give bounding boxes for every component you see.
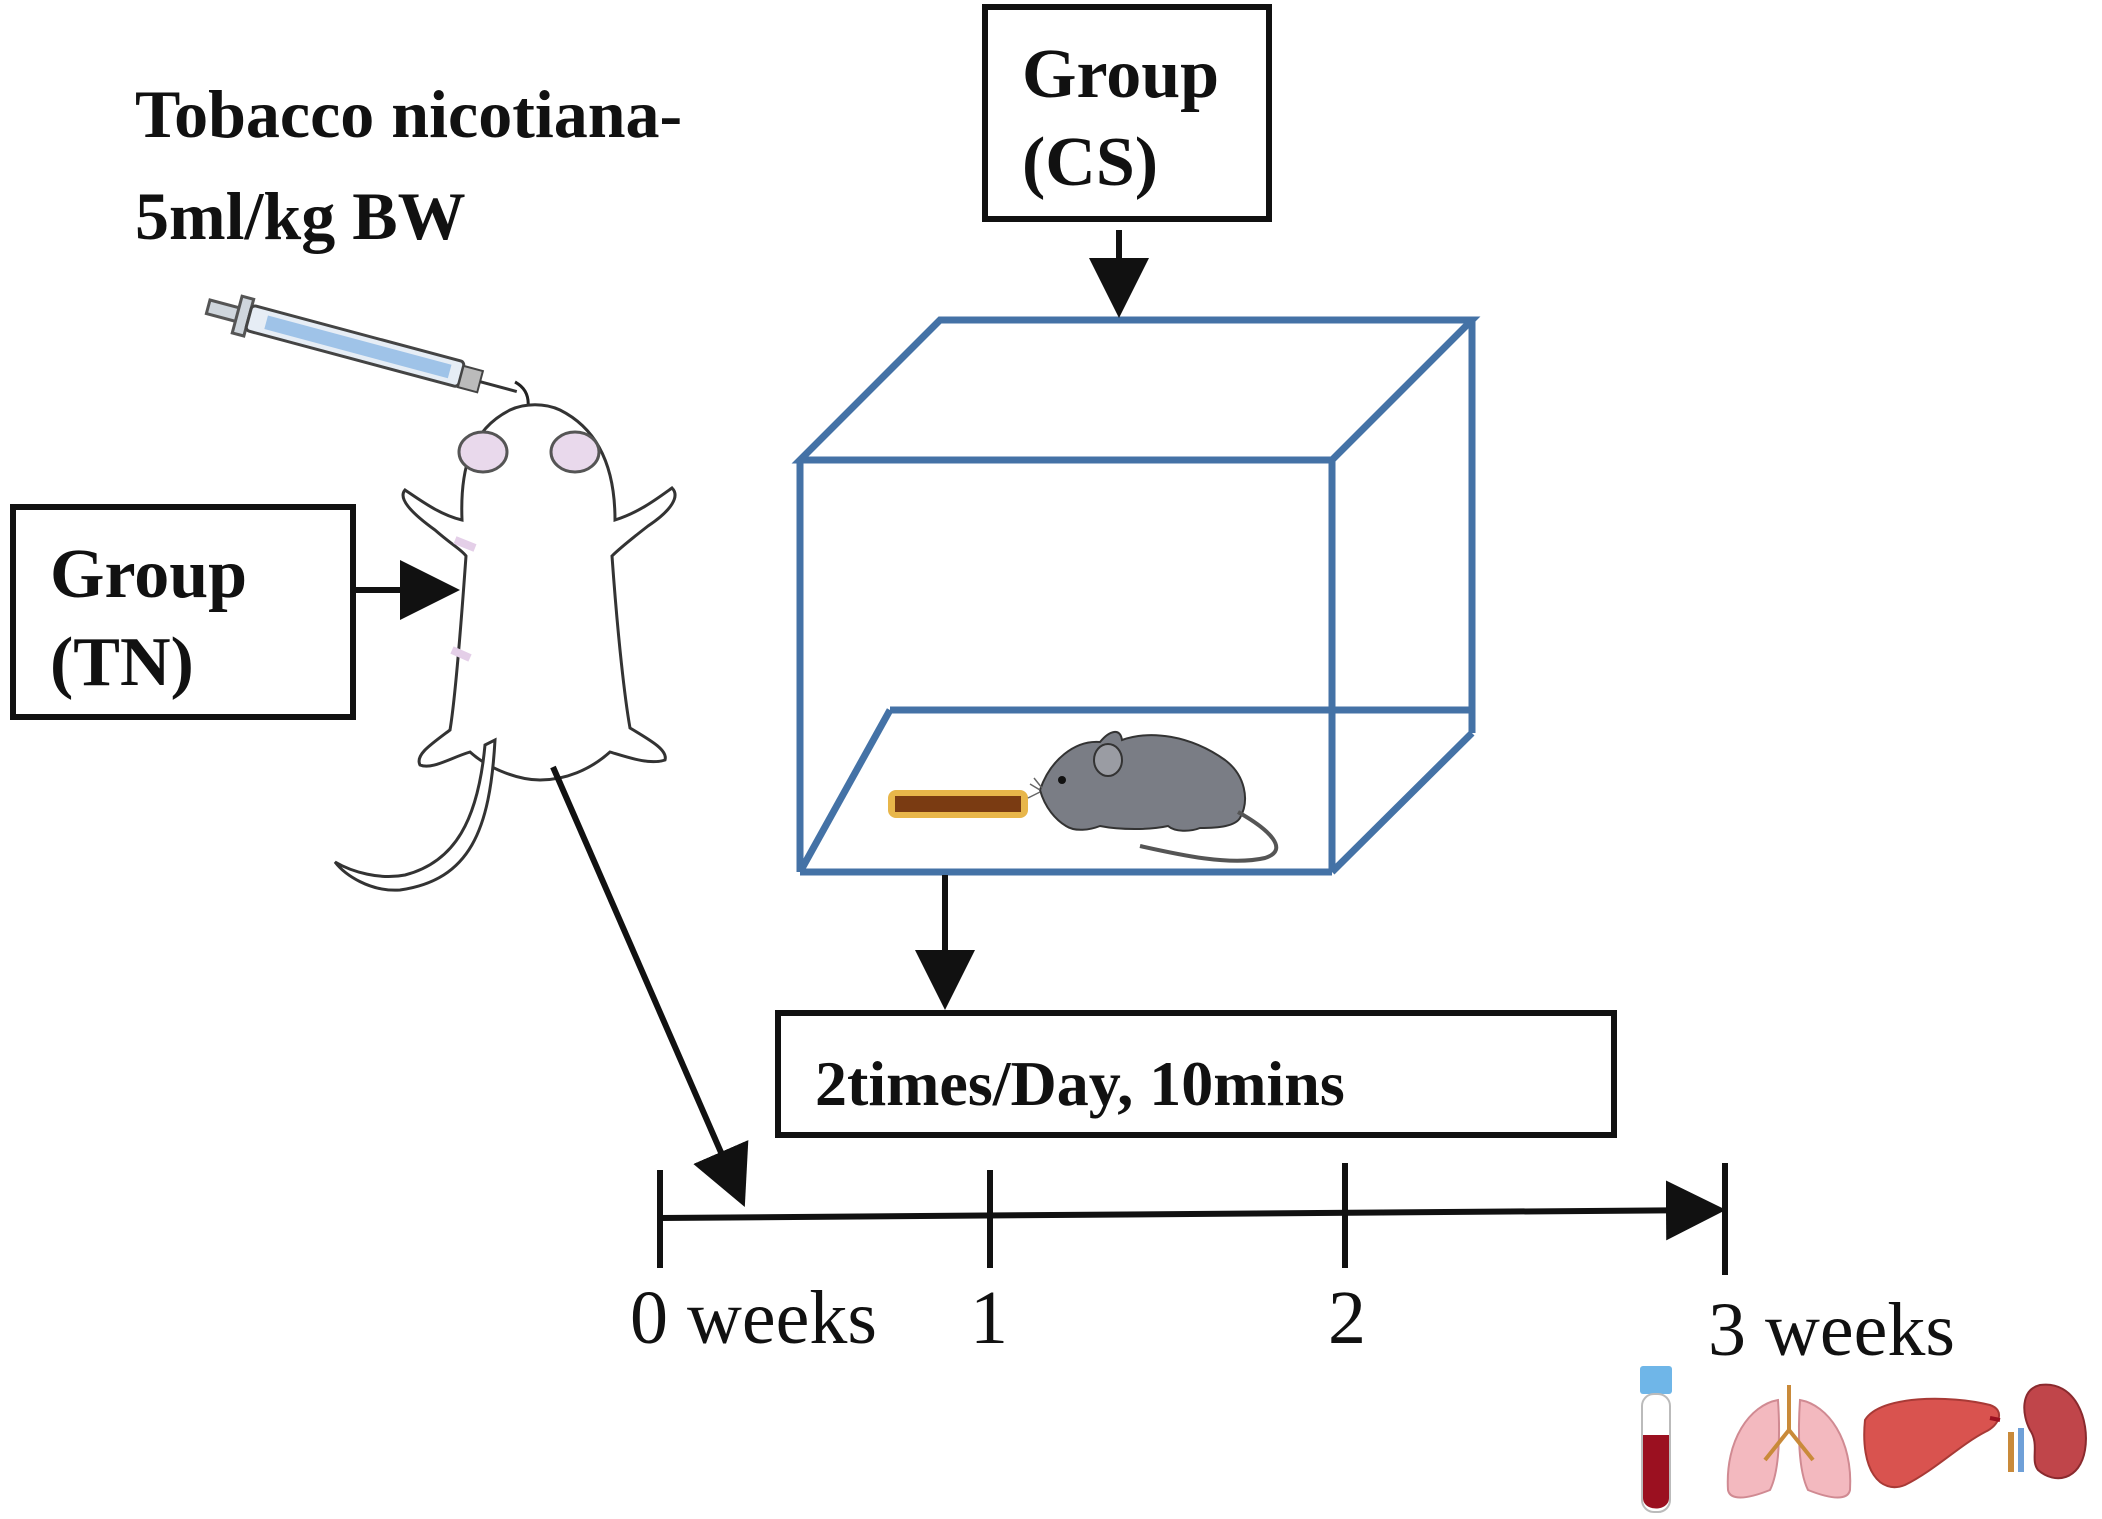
timeline-label-1: 1 [970, 1276, 1008, 1360]
lungs-icon [1726, 1385, 1852, 1499]
smoke-chamber-box [791, 316, 1481, 876]
timeline-axis [657, 1163, 1728, 1275]
blood-tube-icon [1640, 1366, 1672, 1513]
exposure-label: 2times/Day, 10mins [815, 1048, 1345, 1119]
syringe-icon [204, 294, 518, 394]
treatment-label-line2: 5ml/kg BW [135, 178, 466, 254]
group-cs-line1: Group [1022, 36, 1220, 113]
group-tn-box: Group (TN) [10, 504, 356, 720]
mouse-side-view-icon [1027, 731, 1279, 863]
liver-icon [1863, 1397, 2001, 1489]
exposure-box: 2times/Day, 10mins [775, 1010, 1617, 1138]
timeline-label-3: 3 weeks [1708, 1288, 1955, 1372]
treatment-label-line1: Tobacco nicotiana- [135, 76, 683, 152]
timeline-label-2: 2 [1328, 1276, 1366, 1360]
arrow-rat-to-timeline [550, 765, 749, 1208]
group-tn-line1: Group [50, 536, 248, 613]
group-tn-line2: (TN) [50, 624, 194, 701]
timeline-label-0: 0 weeks [630, 1276, 877, 1360]
group-cs-line2: (CS) [1022, 124, 1159, 201]
cigarette-icon [888, 790, 1028, 818]
rat-top-view-icon [333, 403, 677, 892]
kidney-icon [2008, 1383, 2087, 1480]
group-cs-box: Group (CS) [982, 4, 1272, 222]
